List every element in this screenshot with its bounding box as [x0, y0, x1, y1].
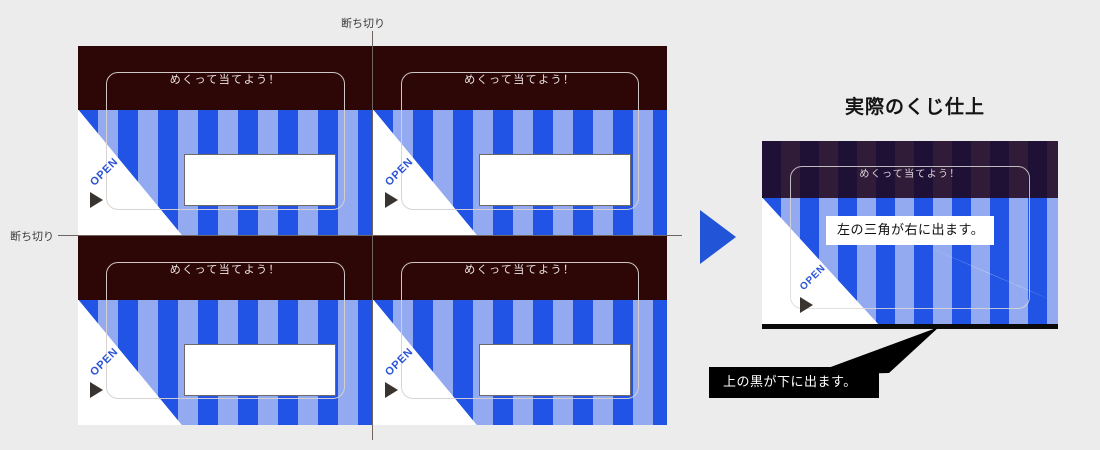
open-marker: OPEN [88, 156, 156, 216]
trim-label-top: 断ち切り [341, 18, 385, 30]
card-header-title: めくって当てよう！ [169, 74, 281, 86]
open-marker: OPEN [88, 345, 156, 406]
open-marker: OPEN [383, 156, 451, 216]
triangle-right-icon [90, 192, 103, 208]
card-header-band: めくって当てよう！ [372, 235, 667, 300]
card-prize-window [478, 343, 631, 396]
lottery-card: めくって当てよう！ OPEN [372, 235, 667, 425]
callout-white-text: 左の三角が右に出ます。 [826, 216, 995, 246]
card-header-title: めくって当てよう！ [464, 263, 576, 276]
card-die-cut-outline [106, 261, 345, 399]
card-header-title: めくって当てよう！ [464, 74, 576, 86]
card-die-cut-outline [400, 261, 639, 399]
callout-black-tail [809, 327, 939, 375]
lottery-card: めくって当てよう！ OPEN [78, 235, 373, 425]
trim-line-horizontal [58, 235, 682, 236]
triangle-right-icon [800, 297, 813, 313]
preview-open-marker: OPEN [798, 263, 866, 319]
preview-bottom-bleed-strip [762, 324, 1058, 329]
card-prize-window [478, 154, 631, 206]
triangle-right-icon [384, 192, 398, 208]
card-die-cut-outline [400, 72, 639, 210]
triangle-right-icon [384, 381, 398, 398]
preview-die-cut-outline [790, 166, 1030, 309]
card-header-title: めくって当てよう！ [169, 263, 281, 276]
play-arrow-icon [700, 210, 736, 264]
card-prize-window [184, 154, 336, 206]
preview-title: 実際のくじ仕上 [844, 97, 985, 118]
card-header-band: めくって当てよう！ [78, 46, 373, 110]
preview-header-title: めくって当てよう！ [859, 169, 961, 180]
open-marker: OPEN [383, 345, 451, 406]
card-prize-window [184, 343, 336, 396]
card-die-cut-outline [106, 72, 345, 210]
preview-header-overlay [762, 141, 1058, 198]
card-header-band: めくって当てよう！ [78, 235, 373, 300]
lottery-card: めくって当てよう！ OPEN [78, 46, 373, 236]
callout-black: 上の黒が下に出ます。 [709, 327, 939, 399]
trim-label-left: 断ち切り [10, 231, 54, 243]
callout-white-tail [926, 246, 1056, 302]
callout-white: 左の三角が右に出ます。 [826, 216, 1056, 302]
card-header-band: めくって当てよう！ [372, 46, 667, 110]
lottery-card: めくって当てよう！ OPEN [372, 46, 667, 236]
triangle-right-icon [90, 381, 103, 398]
